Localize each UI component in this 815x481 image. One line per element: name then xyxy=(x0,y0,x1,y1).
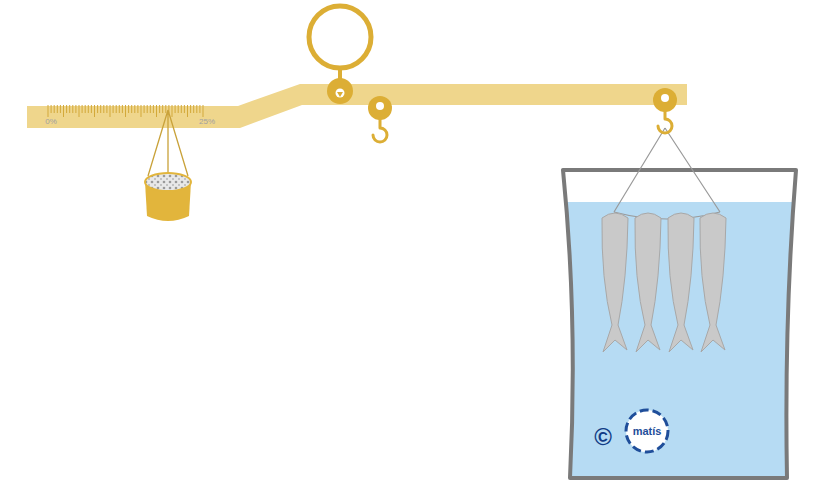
scale-tick xyxy=(63,105,64,117)
scale-tick xyxy=(79,105,80,117)
hook-eye xyxy=(368,96,392,120)
scale-tick xyxy=(184,105,185,113)
scale-ticks xyxy=(48,105,203,117)
steelyard-beam xyxy=(27,84,687,128)
scale-tick xyxy=(100,105,101,113)
scale-tick xyxy=(125,105,126,117)
scale-tick xyxy=(75,105,76,113)
scale-label: 0% xyxy=(45,118,57,126)
scale-tick xyxy=(85,105,86,113)
scale-tick xyxy=(60,105,61,113)
fish xyxy=(700,213,726,352)
scale-tick xyxy=(150,105,151,113)
pivot xyxy=(327,78,353,104)
copyright-symbol: © xyxy=(594,425,612,449)
scale-tick xyxy=(172,105,173,117)
scale-tick xyxy=(128,105,129,113)
scale-tick xyxy=(88,105,89,113)
scale-tick xyxy=(134,105,135,113)
scale-label: 25% xyxy=(199,118,215,126)
scale-tick xyxy=(113,105,114,113)
fish xyxy=(635,213,661,352)
scale-tick xyxy=(91,105,92,113)
hook-hole xyxy=(376,102,384,110)
logo-text: matís xyxy=(633,426,662,437)
hook xyxy=(373,119,387,142)
scale-tick xyxy=(72,105,73,113)
scale-tick xyxy=(147,105,148,113)
pivot-hole xyxy=(336,89,345,98)
scale-tick xyxy=(116,105,117,113)
hook-eye xyxy=(653,88,677,112)
scale-tick xyxy=(122,105,123,113)
scale-tick xyxy=(187,105,188,117)
scale-tick xyxy=(203,105,204,117)
scale-tick xyxy=(106,105,107,113)
fish-group xyxy=(602,213,726,352)
scale-tick xyxy=(131,105,132,113)
scale-tick xyxy=(48,105,49,117)
fish xyxy=(668,213,694,352)
scale-tick xyxy=(82,105,83,113)
scale-tick xyxy=(69,105,70,113)
scale-tick xyxy=(66,105,67,113)
logo-ring xyxy=(626,410,668,452)
scale-tick xyxy=(193,105,194,113)
scale-tick xyxy=(110,105,111,117)
weight-string xyxy=(148,110,188,176)
scale-tick xyxy=(144,105,145,113)
scale-tick xyxy=(57,105,58,113)
scale-tick xyxy=(165,105,166,113)
scale-tick xyxy=(119,105,120,113)
water xyxy=(567,202,793,478)
scale-tick xyxy=(51,105,52,113)
scale-tick xyxy=(153,105,154,113)
bucket-outline xyxy=(563,170,796,478)
hook xyxy=(658,111,672,133)
scale-tick xyxy=(181,105,182,113)
hanging-ring xyxy=(309,6,371,68)
scale-tick xyxy=(141,105,142,117)
scale-tick xyxy=(196,105,197,113)
scale-tick xyxy=(103,105,104,113)
fish xyxy=(602,213,628,352)
bucket-body xyxy=(563,170,796,478)
scale-tick xyxy=(159,105,160,113)
weight-content xyxy=(145,173,191,191)
hook-hole xyxy=(661,94,669,102)
scale-tick xyxy=(94,105,95,117)
scale-tick xyxy=(54,105,55,113)
scale-tick xyxy=(190,105,191,113)
scale-tick xyxy=(199,105,200,113)
scale-tick xyxy=(162,105,163,113)
pivot-pin xyxy=(337,92,343,97)
scale-tick xyxy=(137,105,138,113)
scale-tick xyxy=(175,105,176,113)
fish-string xyxy=(614,128,720,212)
scale-tick xyxy=(156,105,157,117)
scale-tick xyxy=(178,105,179,113)
scale-tick xyxy=(97,105,98,113)
